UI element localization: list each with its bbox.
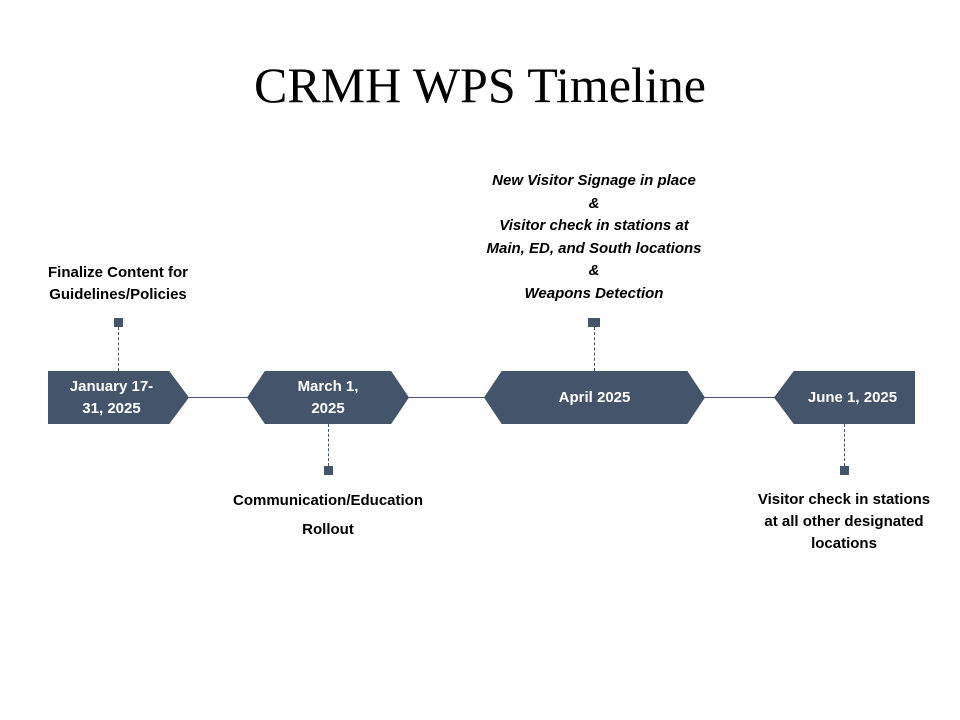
connector-marker	[324, 466, 333, 475]
milestone-date-line: 2025	[311, 399, 345, 417]
milestone-date: January 17- 31, 2025	[62, 376, 162, 420]
label-line: Visitor check in stations	[757, 491, 931, 508]
label-line: &	[588, 262, 600, 279]
connector-line	[844, 424, 845, 466]
milestone-label-january: Finalize Content for Guidelines/Policies	[28, 262, 208, 306]
milestone-node-january: January 17- 31, 2025	[48, 371, 189, 424]
connector-line	[118, 327, 119, 371]
label-line: Weapons Detection	[524, 284, 664, 302]
label-line: locations	[811, 535, 877, 552]
label-line: Finalize Content for	[48, 264, 188, 281]
label-line: Main, ED, and South locations	[486, 239, 702, 257]
milestone-label-june: Visitor check in stations at all other d…	[734, 489, 954, 555]
label-line: Guidelines/Policies	[49, 286, 187, 303]
timeline-axis	[48, 397, 914, 398]
milestone-label-march: Communication/Education Rollout	[208, 486, 448, 544]
page-title: CRMH WPS Timeline	[253, 57, 706, 113]
label-line: Visitor check in stations at	[499, 217, 689, 234]
label-line: Rollout	[302, 521, 354, 538]
milestone-node-april: April 2025	[484, 371, 705, 424]
milestone-date-line: January 17-	[69, 377, 154, 395]
label-line: at all other designated	[764, 513, 924, 530]
milestone-date-line: March 1,	[297, 377, 359, 395]
milestone-date: June 1, 2025	[807, 388, 898, 406]
milestone-node-march: March 1, 2025	[247, 371, 409, 424]
milestone-date: April 2025	[558, 388, 631, 406]
milestone-date: March 1, 2025	[280, 376, 376, 420]
label-line: Communication/Education	[232, 492, 423, 509]
milestone-date-line: 31, 2025	[82, 399, 141, 417]
label-line: &	[588, 194, 600, 212]
label-line: New Visitor Signage in place	[492, 172, 696, 189]
milestone-node-june: June 1, 2025	[774, 371, 915, 424]
connector-marker	[114, 318, 123, 327]
connector-line	[594, 327, 595, 371]
connector-marker	[840, 466, 849, 475]
connector-marker	[588, 318, 600, 327]
milestone-label-april: New Visitor Signage in place & Visitor c…	[454, 170, 734, 305]
connector-line	[328, 424, 329, 466]
